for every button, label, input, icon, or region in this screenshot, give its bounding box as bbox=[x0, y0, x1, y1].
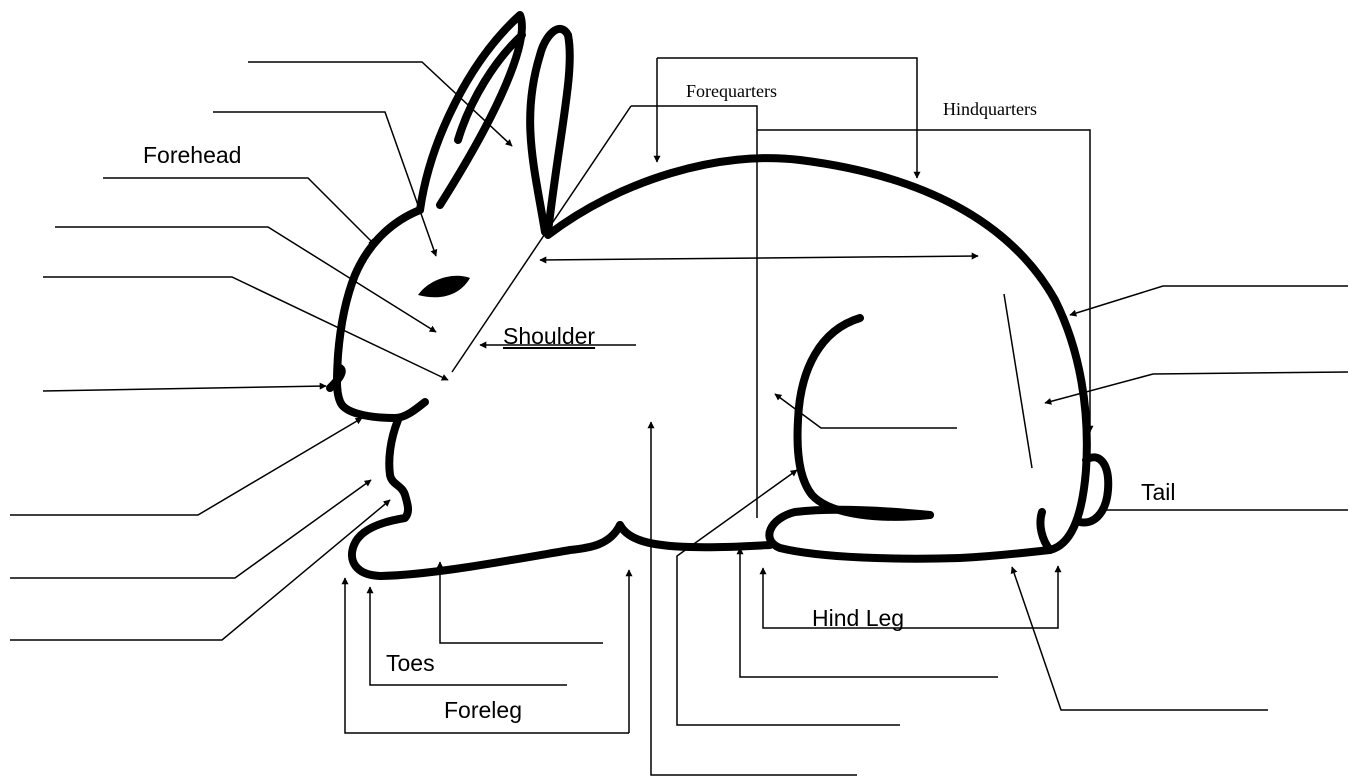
hind-heel bbox=[1040, 512, 1050, 550]
eye bbox=[418, 276, 470, 298]
label-tail: Tail bbox=[1141, 481, 1176, 504]
head-outline bbox=[337, 210, 425, 418]
hind-leg-bracket bbox=[763, 566, 1058, 628]
leader-eye bbox=[213, 112, 436, 256]
leader-chest bbox=[10, 500, 390, 640]
leader-mouth bbox=[10, 418, 362, 515]
leader-forehead bbox=[103, 178, 375, 245]
leader-hind-foot bbox=[1012, 567, 1268, 710]
label-toes: Toes bbox=[386, 652, 435, 675]
label-shoulder: Shoulder bbox=[503, 325, 595, 348]
leader-front-foot bbox=[440, 562, 603, 643]
leader-rump bbox=[1070, 286, 1348, 315]
loin-span bbox=[540, 256, 978, 260]
leader-neck bbox=[43, 277, 448, 380]
leader-belly bbox=[651, 422, 857, 775]
chest-front bbox=[352, 420, 620, 576]
haunch-curve bbox=[798, 318, 930, 517]
leader-nose bbox=[43, 386, 326, 391]
label-foreleg: Foreleg bbox=[444, 699, 522, 722]
outer-ear bbox=[530, 29, 570, 232]
label-forequarters: Forequarters bbox=[686, 82, 777, 100]
hip-line bbox=[1004, 294, 1032, 468]
label-hind-leg: Hind Leg bbox=[812, 607, 904, 630]
label-forehead: Forehead bbox=[143, 144, 241, 167]
label-hindquarters: Hindquarters bbox=[943, 100, 1037, 118]
leader-chin bbox=[10, 480, 371, 578]
